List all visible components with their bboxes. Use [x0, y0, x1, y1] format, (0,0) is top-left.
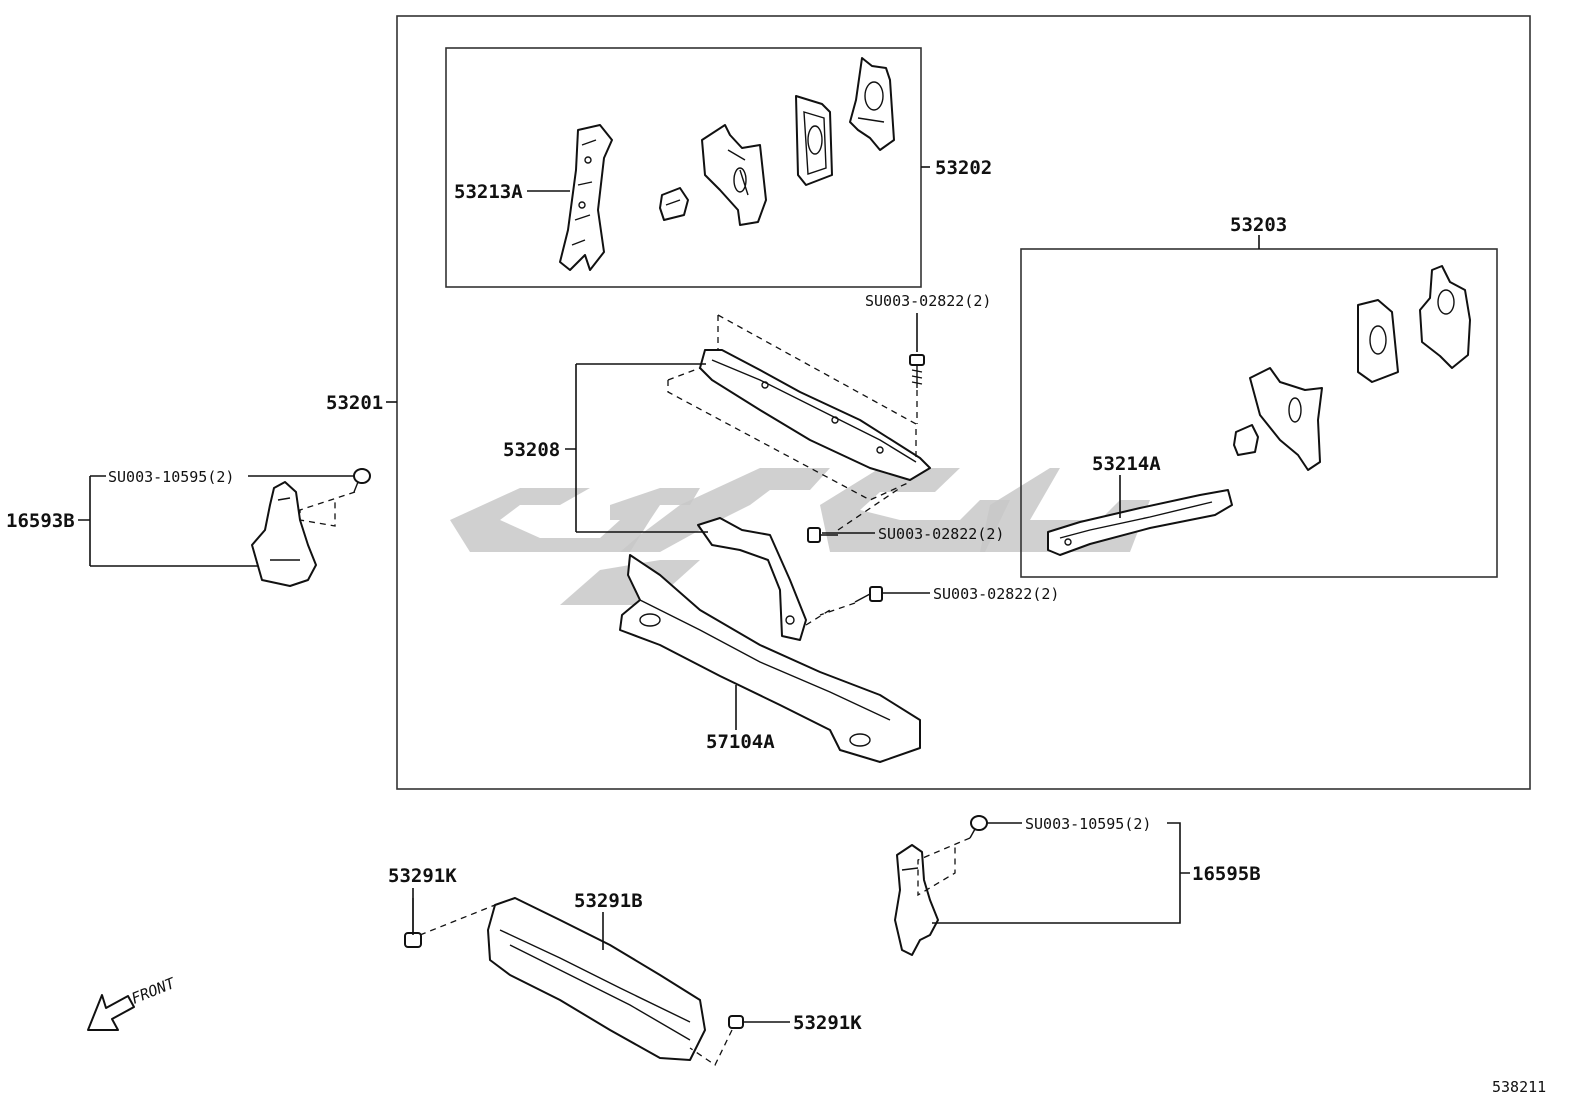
part-16595B: [894, 844, 939, 956]
clip-icon: [969, 815, 988, 839]
bolt-icon: [807, 527, 838, 543]
guide-line: [805, 609, 831, 626]
leader-line: [78, 475, 355, 567]
part-label-16595B: 16595B: [1192, 863, 1261, 885]
guide-line: [837, 487, 901, 531]
guide-line: [917, 837, 971, 897]
diagram-id: 538211: [1492, 1078, 1546, 1096]
front-label: FRONT: [129, 974, 179, 1008]
clip-icon: [353, 468, 371, 493]
part-16593B: [251, 481, 317, 587]
part-bracket-53202: [701, 124, 767, 226]
clip-label-su003-10595: SU003-10595(2): [108, 468, 234, 486]
bolt-label-su003-02822: SU003-02822(2): [865, 292, 991, 310]
part-small-clip-53203: [1233, 424, 1259, 456]
leader-line: [565, 363, 708, 533]
part-label-57104A: 57104A: [706, 731, 775, 753]
part-label-53291B: 53291B: [574, 890, 643, 912]
leader-line: [932, 822, 1190, 924]
part-label-53203: 53203: [1230, 214, 1287, 236]
part-bracket-53203: [1249, 367, 1323, 471]
guide-line: [689, 1029, 733, 1066]
part-label-53291K: 53291K: [388, 865, 457, 887]
part-label-53202: 53202: [935, 157, 992, 179]
part-53213A: [559, 124, 613, 271]
guide-line: [667, 367, 911, 501]
bolt-icon: [854, 586, 883, 603]
guide-line: [299, 491, 356, 527]
part-53208: [699, 349, 931, 481]
part-label-16593B: 16593B: [6, 510, 75, 532]
part-panel-53202: [849, 57, 895, 151]
part-label-53201: 53201: [326, 392, 383, 414]
guide-line: [419, 904, 496, 936]
front-arrow-icon: [87, 994, 135, 1031]
bolt-label-su003-02822: SU003-02822(2): [878, 525, 1004, 543]
part-label-53208: 53208: [503, 439, 560, 461]
part-53214A: [1047, 489, 1233, 556]
guide-line: [717, 314, 917, 460]
clip-icon: [728, 1015, 744, 1029]
bolt-icon: [909, 354, 925, 388]
part-brace-57104A: [697, 517, 807, 641]
part-small-clip-53202: [659, 187, 689, 221]
part-53291B: [487, 897, 706, 1061]
part-panel-53203: [1419, 265, 1471, 369]
part-label-53291K: 53291K: [793, 1012, 862, 1034]
part-label-53213A: 53213A: [454, 181, 523, 203]
assembly-box-53201: [396, 15, 1531, 790]
part-plate-53202: [795, 95, 833, 186]
part-plate-53203: [1357, 299, 1399, 383]
bolt-label-su003-02822: SU003-02822(2): [933, 585, 1059, 603]
clip-label-su003-10595: SU003-10595(2): [1025, 815, 1151, 833]
part-label-53214A: 53214A: [1092, 453, 1161, 475]
subassembly-box-53202: [445, 47, 922, 288]
part-57104A: [619, 554, 921, 763]
